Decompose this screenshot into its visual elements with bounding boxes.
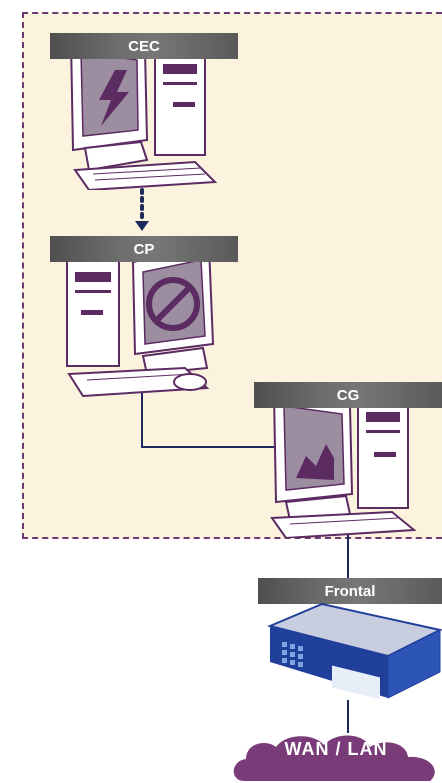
arrow-down-icon (135, 221, 149, 231)
frontal-device (262, 598, 442, 708)
cec-label: CEC (50, 33, 238, 59)
network-device-icon (262, 598, 442, 708)
cg-label: CG (254, 382, 442, 408)
network-label: WAN / LAN (230, 739, 442, 760)
cp-label: CP (50, 236, 238, 262)
